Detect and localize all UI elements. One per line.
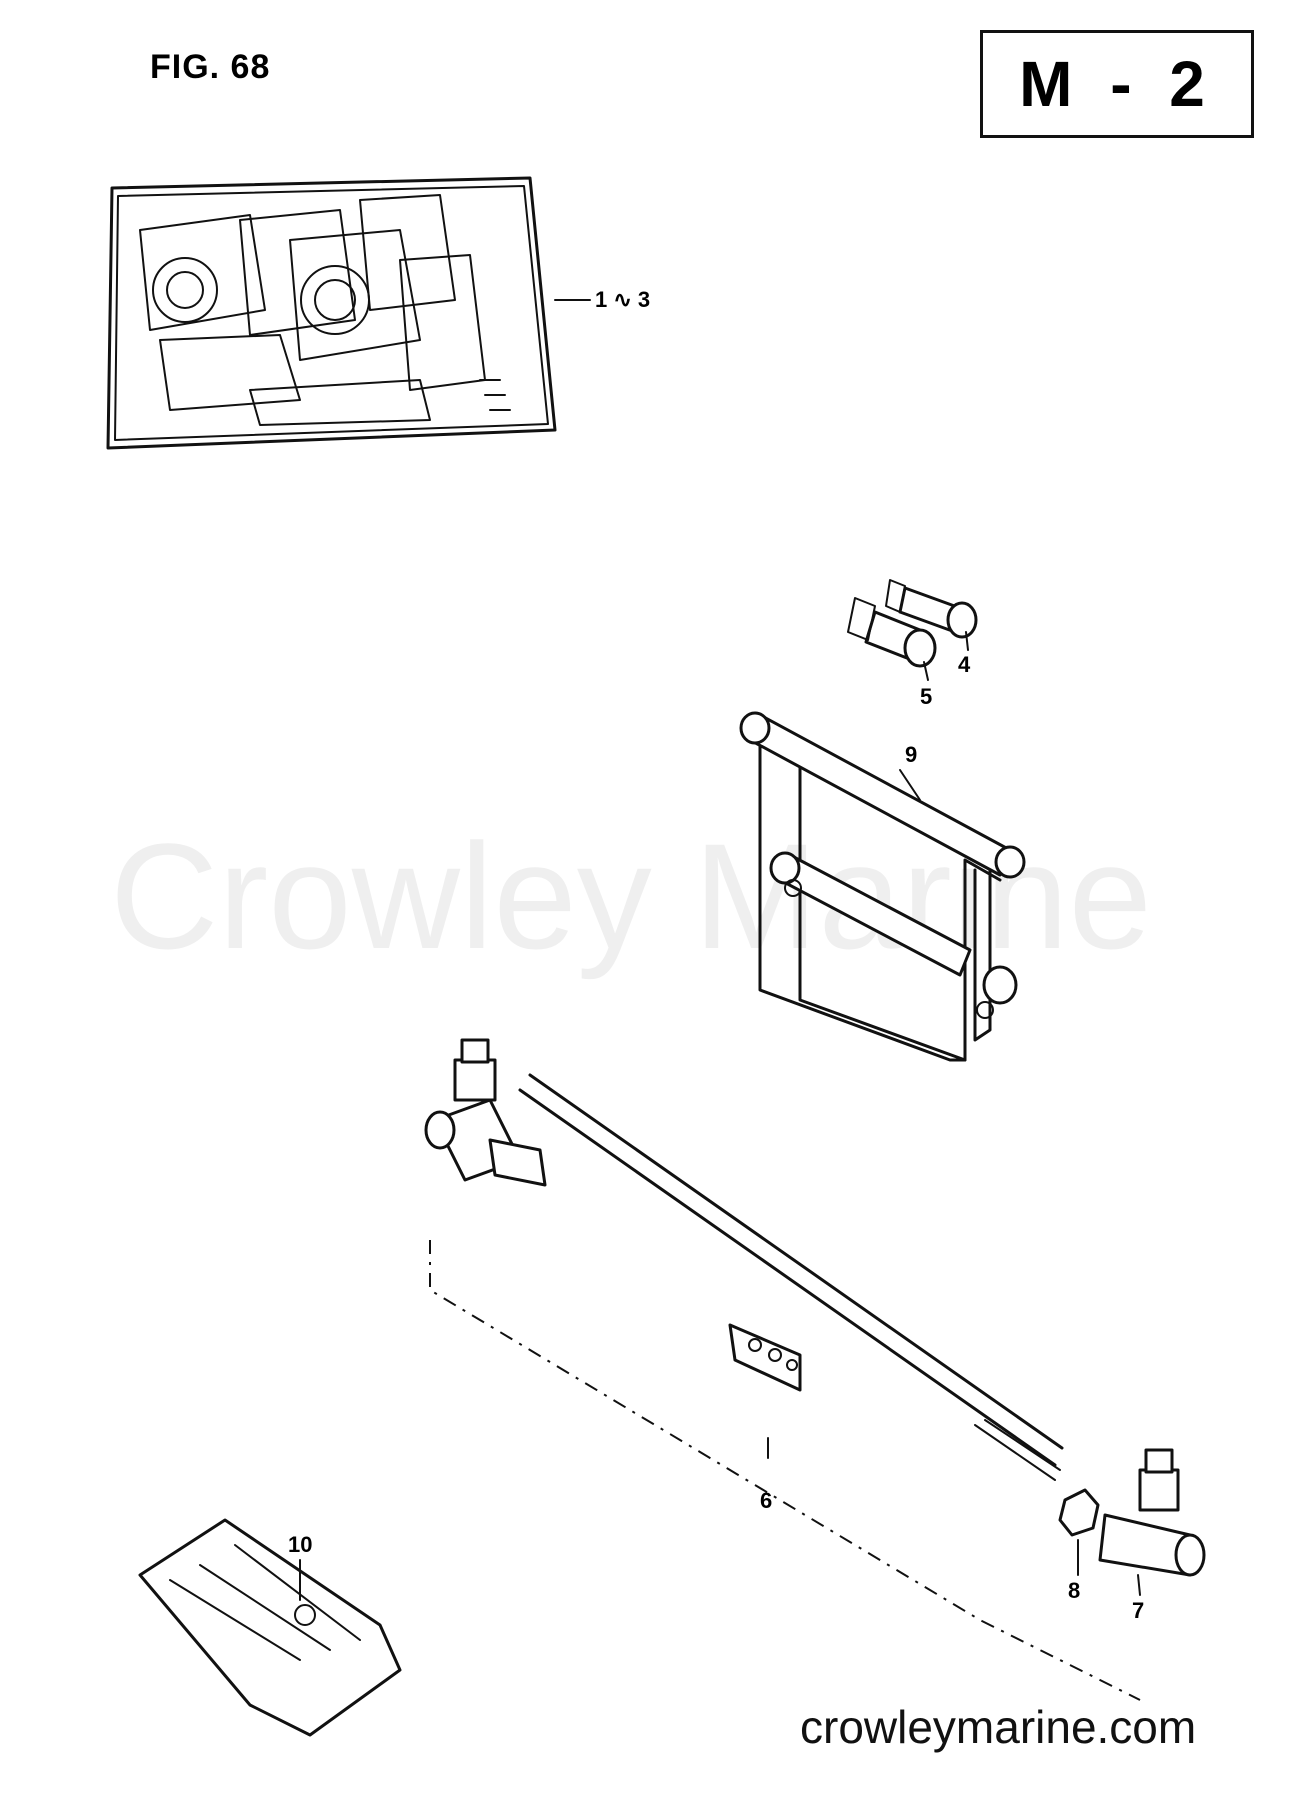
section-code: M - 2 bbox=[1019, 48, 1215, 120]
left-rod-end-drawing bbox=[424, 1038, 547, 1187]
bolt-part-4-drawing bbox=[885, 579, 978, 651]
nut-part-8-drawing bbox=[1058, 1488, 1100, 1576]
pouch-part-10-drawing bbox=[138, 1518, 402, 1737]
website-link[interactable]: crowleymarine.com bbox=[800, 1701, 1197, 1753]
bracket-part-9-drawing bbox=[739, 711, 1026, 1062]
tie-bar-part-6-drawing bbox=[429, 1073, 1141, 1701]
callout-10: 10 bbox=[288, 1532, 313, 1557]
callout-5: 5 bbox=[920, 684, 933, 709]
callout-1-3: 1 ∿ 3 bbox=[595, 287, 651, 312]
section-code-box: M - 2 bbox=[980, 30, 1254, 138]
gasket-set-drawing bbox=[106, 176, 591, 450]
callout-7: 7 bbox=[1132, 1598, 1145, 1623]
callout-9: 9 bbox=[905, 742, 918, 767]
callout-4: 4 bbox=[958, 652, 971, 677]
bolt-part-5-drawing bbox=[847, 597, 937, 681]
figure-label: FIG. 68 bbox=[150, 48, 271, 86]
right-rod-end-part-7-drawing bbox=[1098, 1448, 1206, 1596]
callout-8: 8 bbox=[1068, 1578, 1081, 1603]
callout-6: 6 bbox=[760, 1488, 773, 1513]
